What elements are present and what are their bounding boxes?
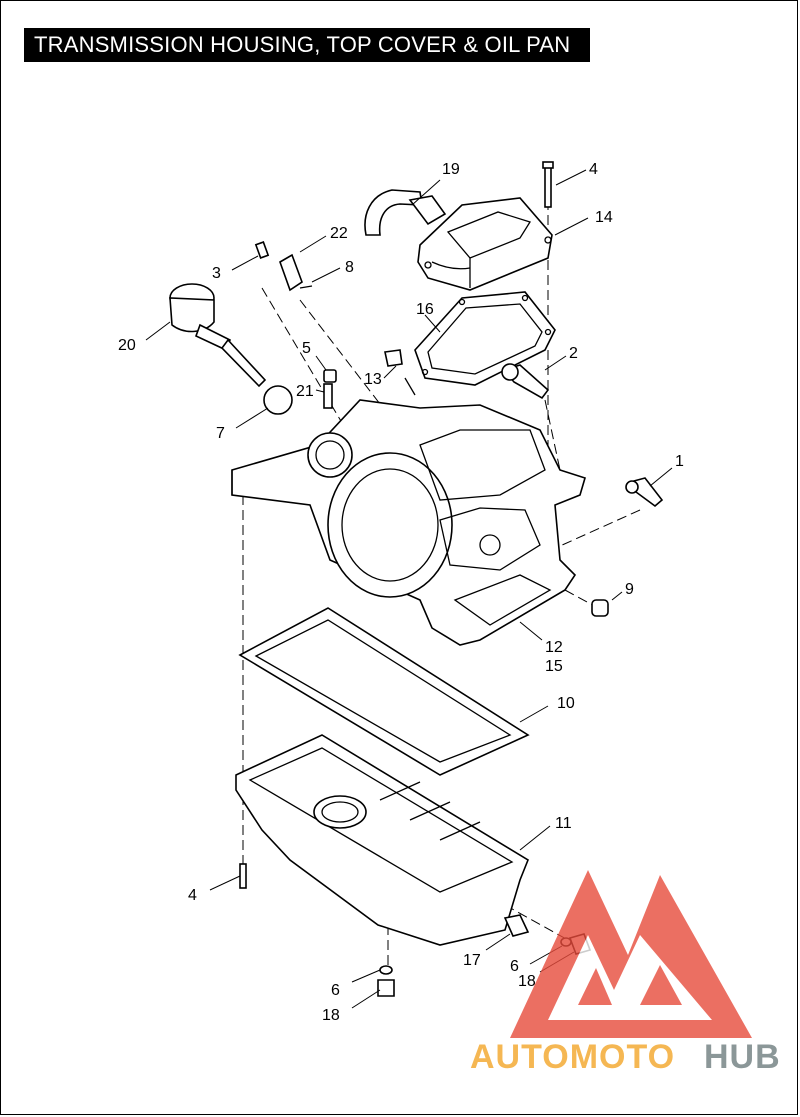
leader-lines (145, 169, 673, 1009)
callout-3: 3 (212, 265, 221, 282)
callout-2: 2 (569, 345, 578, 362)
callout-6-bottom: 6 (331, 982, 340, 999)
watermark-text: AUTOMOTO HUB (470, 1038, 781, 1076)
callout-19: 19 (442, 161, 460, 178)
callout-10: 10 (557, 695, 575, 712)
callout-22: 22 (330, 225, 348, 242)
callout-9: 9 (625, 581, 634, 598)
cover-bolt-top (542, 161, 554, 208)
transmission-housing (231, 399, 586, 646)
dipstick-bolt (254, 241, 313, 292)
oil-pan (235, 734, 529, 946)
vent-hose (364, 189, 447, 236)
oil-pan-gasket (238, 607, 530, 776)
callout-18-bottom: 18 (322, 1007, 340, 1024)
callout-1: 1 (675, 453, 684, 470)
callout-5: 5 (302, 340, 311, 357)
callout-11: 11 (555, 815, 572, 832)
watermark-word-2: HUB (704, 1038, 781, 1076)
callout-6-side: 6 (510, 958, 519, 975)
callout-8: 8 (345, 259, 354, 276)
long-bolt (501, 363, 550, 400)
callout-labels: 19 4 14 22 3 8 16 20 2 5 13 21 7 1 9 12 … (118, 161, 684, 1024)
callout-21: 21 (296, 383, 314, 400)
top-cover (417, 197, 553, 291)
callout-4-top: 4 (589, 161, 598, 178)
callout-4-bottom: 4 (188, 887, 197, 904)
o-ring (263, 385, 293, 415)
callout-15: 15 (545, 658, 563, 675)
housing-bolt (625, 477, 664, 508)
neutral-switch (384, 349, 416, 396)
top-cover-gasket (414, 291, 556, 386)
callout-13: 13 (364, 371, 382, 388)
dowel (591, 599, 609, 617)
drain-plug-bottom (377, 965, 395, 997)
callout-18-side: 18 (518, 973, 536, 990)
page-title: TRANSMISSION HOUSING, TOP COVER & OIL PA… (24, 28, 590, 62)
oil-pan-bolt (239, 863, 247, 889)
pin-and-screw (323, 369, 337, 409)
callout-7: 7 (216, 425, 225, 442)
callout-17: 17 (463, 952, 481, 969)
callout-12: 12 (545, 639, 563, 656)
watermark-word-1: AUTOMOTO (470, 1038, 675, 1076)
callout-14: 14 (595, 209, 613, 226)
dipstick (169, 283, 267, 388)
callout-20: 20 (118, 337, 136, 354)
watermark-logo (510, 870, 752, 1038)
callout-16: 16 (416, 301, 434, 318)
